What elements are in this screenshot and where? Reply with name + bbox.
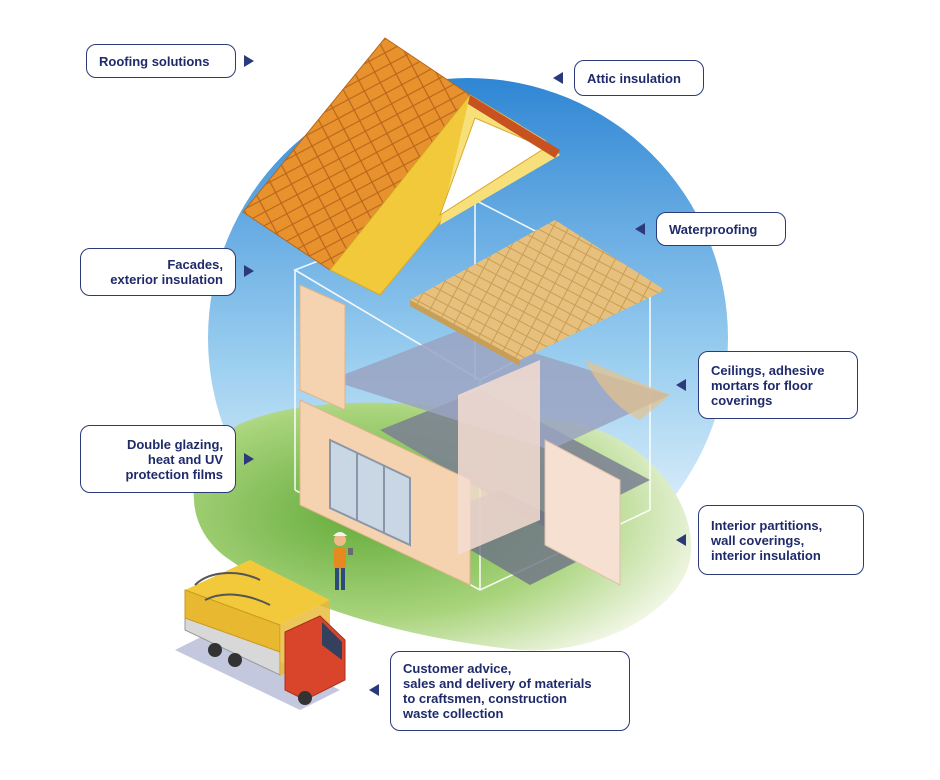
roofing-pointer-icon: [244, 55, 254, 67]
label-roofing-solutions: Roofing solutions: [86, 44, 236, 78]
waterproofing-pointer-icon: [635, 223, 645, 235]
worker-figure: [333, 532, 353, 590]
partition-panel: [458, 360, 540, 555]
label-double-glazing: Double glazing, heat and UV protection f…: [80, 425, 236, 493]
customer-pointer-icon: [369, 684, 379, 696]
facade-panel: [299, 284, 346, 411]
waterproofing-panel: [410, 220, 665, 360]
facades-pointer-icon: [244, 265, 254, 277]
attic-triangle: [439, 117, 547, 217]
delivery-truck: [175, 560, 346, 710]
attic-pointer-icon: [553, 72, 563, 84]
ceilings-pointer-icon: [676, 379, 686, 391]
partitions-pointer-icon: [676, 534, 686, 546]
label-attic-insulation: Attic insulation: [574, 60, 704, 96]
glazing-pointer-icon: [244, 453, 254, 465]
label-customer-advice: Customer advice, sales and delivery of m…: [390, 651, 630, 731]
label-interior-partitions: Interior partitions, wall coverings, int…: [698, 505, 864, 575]
partition-panel-right: [544, 439, 621, 586]
label-ceilings: Ceilings, adhesive mortars for floor cov…: [698, 351, 858, 419]
label-waterproofing: Waterproofing: [656, 212, 786, 246]
label-facades: Facades, exterior insulation: [80, 248, 236, 296]
ceiling-highlight: [585, 360, 670, 420]
